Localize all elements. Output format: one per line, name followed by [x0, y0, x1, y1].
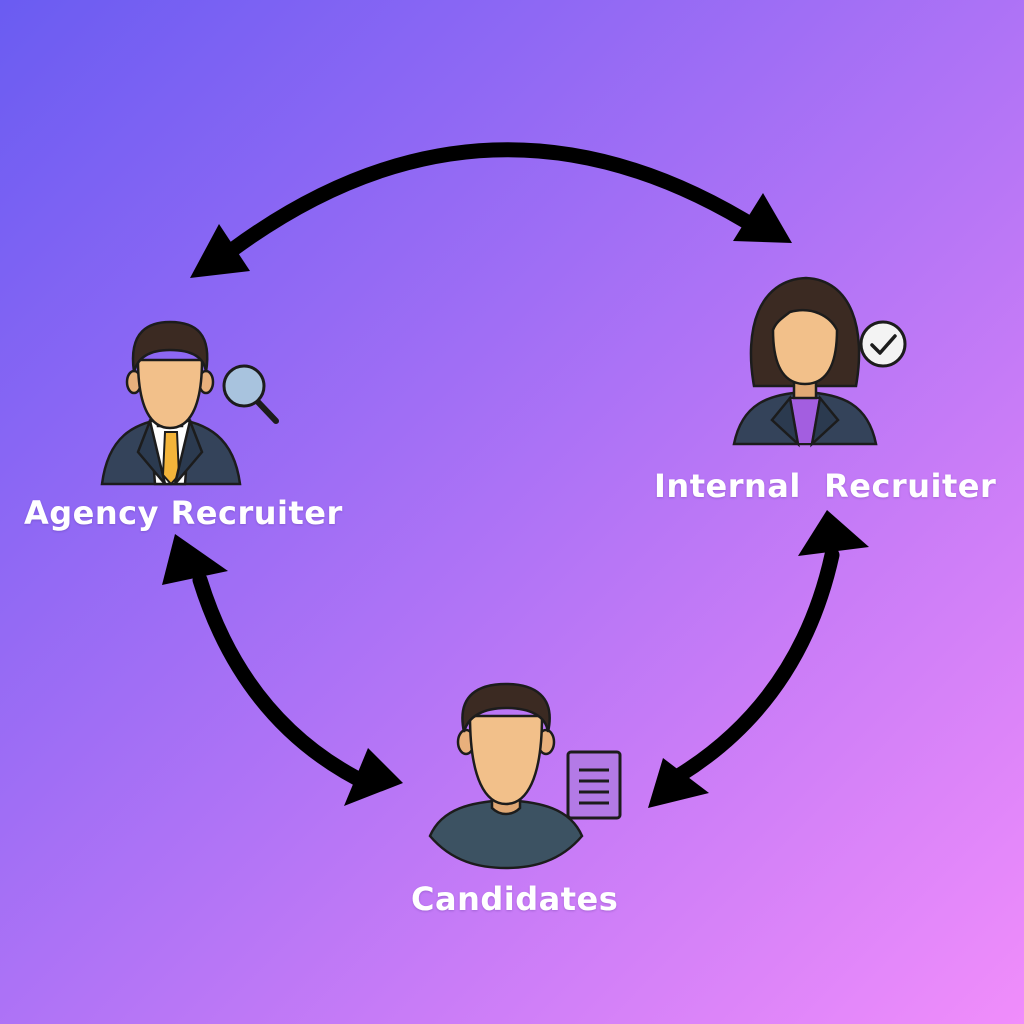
arrowhead-up-icon [798, 510, 869, 556]
document-icon [566, 750, 622, 820]
arrowhead-up-icon [162, 534, 228, 585]
candidate-avatar [428, 682, 584, 870]
arrow-agency-candidates [162, 534, 403, 806]
arrow-internal-candidates [648, 510, 869, 808]
arrow-agency-internal [190, 142, 792, 278]
arrowhead-right-icon [733, 193, 792, 243]
check-circle-icon [859, 320, 907, 368]
internal-recruiter-avatar [732, 276, 878, 448]
arrowhead-left-icon [190, 224, 250, 278]
candidates-label: Candidates [411, 880, 619, 918]
magnifier-icon [222, 364, 279, 424]
agency-recruiter-avatar [100, 320, 242, 486]
arrowhead-down-icon [344, 748, 403, 806]
arrowhead-down-icon [648, 758, 709, 808]
agency-recruiter-label: Agency Recruiter [24, 494, 343, 532]
internal-recruiter-label: Internal Recruiter [654, 467, 997, 505]
